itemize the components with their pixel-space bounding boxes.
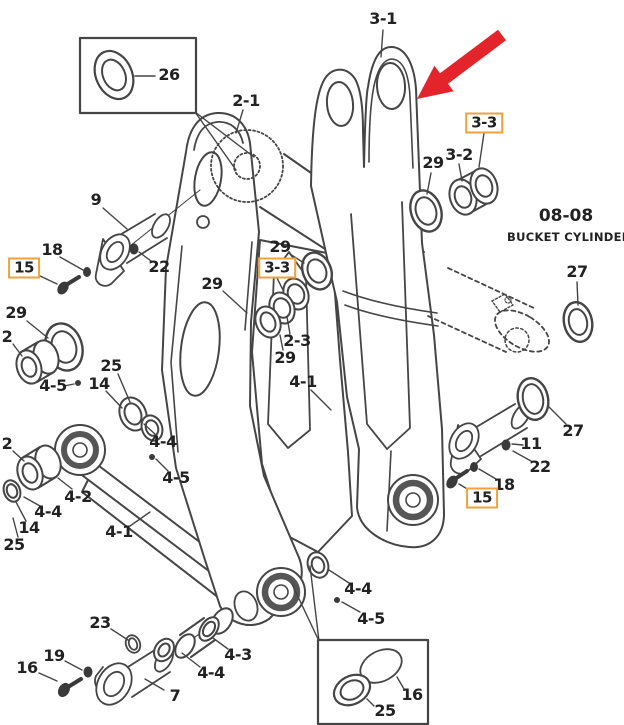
part-callout-29: 29 [269,237,291,256]
part-callout-4-4: 4-4 [197,663,225,682]
part-callout-27: 27 [566,262,588,281]
bucket-cylinder-hidden [427,267,550,353]
part-callout-2: 2 [1,327,13,346]
part-callout-9: 9 [90,190,102,209]
part-callout-4-5: 4-5 [357,609,385,628]
part-callout-4-1: 4-1 [105,522,133,541]
part-callout-18: 18 [493,475,515,494]
part-callout-15-highlighted[interactable]: 15 [466,487,498,509]
inset-box-26 [78,36,198,115]
part-callout-7: 7 [169,686,181,705]
pointer-arrow-icon [417,29,506,99]
part-callout-25: 25 [100,356,122,375]
seals-and-bushings [2,167,594,663]
part-callout-23: 23 [89,613,111,632]
part-callout-26: 26 [158,65,180,84]
part-callout-29: 29 [201,274,223,293]
section-code: 08-08 [538,206,594,226]
part-callout-29: 29 [5,303,27,322]
part-callout-4-5: 4-5 [162,468,190,487]
part-callout-27: 27 [562,421,584,440]
part-callout-19: 19 [43,646,65,665]
leader-lines [12,29,579,691]
arm-3-1 [310,46,445,549]
part-callout-4-1: 4-1 [289,372,317,391]
section-name: BUCKET CYLINDER [507,230,624,244]
part-callout-22: 22 [148,257,170,276]
part-callout-15-highlighted[interactable]: 15 [8,257,40,279]
part-callout-2-3: 2-3 [283,331,311,350]
part-callout-18: 18 [41,240,63,259]
part-callout-3-1: 3-1 [369,9,397,28]
part-callout-4-5: 4-5 [39,376,67,395]
inset-box-16-25 [316,638,430,725]
part-callout-14: 14 [88,374,110,393]
part-callout-2-1: 2-1 [232,91,260,110]
part-callout-25: 25 [3,535,25,554]
part-callout-4-2: 4-2 [64,487,92,506]
link-end-boss [54,424,106,476]
part-callout-22: 22 [529,457,551,476]
part-callout-29: 29 [274,348,296,367]
part-callout-4-3: 4-3 [224,645,252,664]
part-callout-16: 16 [401,685,423,704]
pin-right-assembly [446,402,532,489]
part-callout-3-3-highlighted[interactable]: 3-3 [465,112,503,134]
part-callout-4-4: 4-4 [344,579,372,598]
part-callout-29: 29 [422,153,444,172]
part-callout-4-4: 4-4 [34,502,62,521]
part-callout-3-3-highlighted[interactable]: 3-3 [258,257,296,279]
part-callout-14: 14 [18,518,40,537]
part-callout-2: 2 [1,434,13,453]
part-callout-4-4: 4-4 [149,432,177,451]
part-callout-16: 16 [16,658,38,677]
part-callout-3-2: 3-2 [445,145,473,164]
pin-9-assembly [57,189,201,295]
part-callout-11: 11 [520,434,542,453]
part-callout-25: 25 [374,701,396,720]
